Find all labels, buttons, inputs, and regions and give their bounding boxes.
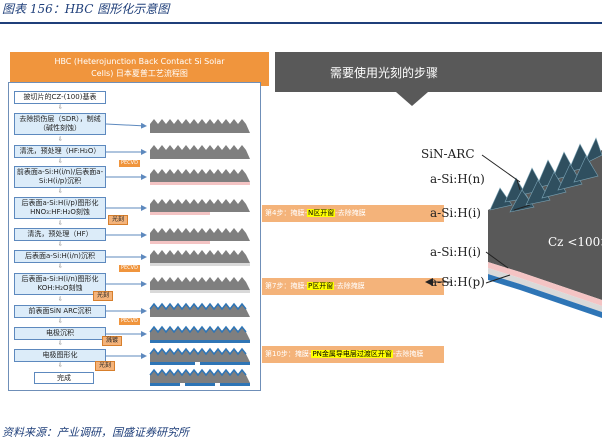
label-sin-arc: SiN-ARC bbox=[421, 147, 475, 161]
label-leaders bbox=[481, 154, 531, 284]
flow-step-6: 清洗，预处理（HF） bbox=[14, 228, 106, 241]
flow-header-line2: Cells) 日本夏普工艺流程图 bbox=[91, 69, 188, 78]
label-a-si-p: a-Si:H(p) bbox=[430, 275, 485, 289]
flow-header: HBC (Heterojunction Back Contact Si Sola… bbox=[10, 52, 269, 86]
down-arrow-icon: ⇩ bbox=[58, 104, 64, 111]
down-arrow-icon: ⇩ bbox=[58, 136, 64, 143]
band-suffix: -去除掩膜 bbox=[392, 350, 424, 358]
wafer-5-back-layer bbox=[150, 241, 210, 244]
wafer-9-metal bbox=[150, 340, 250, 343]
banner-pointer bbox=[396, 92, 428, 106]
photolitho-tag: 光刻 bbox=[108, 215, 129, 225]
step-7-band: 第7步：掩膜-P区开窗-去除掩膜 bbox=[262, 278, 444, 295]
flow-step-11: 电极图形化 bbox=[14, 349, 106, 362]
wafer-7-back-layer bbox=[150, 290, 250, 293]
photolitho-banner-title: 需要使用光刻的步骤 bbox=[330, 66, 439, 80]
label-a-si-i-top: a-Si:H(i) bbox=[430, 206, 481, 220]
flow-step-4: 前表面a-Si:H(i/n)/后表面a-Si:H(i/p)沉积 bbox=[14, 166, 106, 188]
down-arrow-icon: ⇩ bbox=[58, 362, 64, 369]
flow-step-2: 去除损伤层（SDR），制绒（碱性刻蚀） bbox=[14, 113, 106, 135]
flow-step-9: 前表面SiN ARC沉积 bbox=[14, 305, 106, 318]
down-arrow-icon: ⇩ bbox=[58, 263, 64, 270]
pecvd-tag: PECVD bbox=[119, 318, 140, 325]
wafer-11-metal-a bbox=[150, 383, 180, 386]
wafer-10-metal-right bbox=[200, 362, 250, 365]
wafer-3 bbox=[150, 169, 250, 182]
flow-header-line1: HBC (Heterojunction Back Contact Si Sola… bbox=[54, 57, 225, 66]
wafer-10-metal-left bbox=[150, 362, 195, 365]
down-arrow-icon: ⇩ bbox=[58, 318, 64, 325]
wafer-7 bbox=[150, 277, 250, 290]
wafer-sketches bbox=[149, 119, 250, 386]
band-suffix: -去除掩膜 bbox=[334, 282, 365, 290]
pyramid-texture bbox=[489, 137, 602, 213]
band-prefix: 第4步：掩膜- bbox=[265, 209, 307, 217]
wafer-6-back-layer bbox=[150, 263, 250, 266]
wafer-5 bbox=[150, 228, 250, 241]
title-rule bbox=[0, 22, 602, 24]
band-highlight: N区开窗 bbox=[306, 209, 336, 217]
wafer-8-arc-layer bbox=[149, 302, 247, 311]
photolitho-tag: 光刻 bbox=[95, 361, 116, 371]
band-suffix: -去除掩膜 bbox=[335, 209, 366, 217]
step-4-band: 第4步：掩膜-N区开窗-去除掩膜 bbox=[262, 205, 444, 222]
down-arrow-icon: ⇩ bbox=[58, 241, 64, 248]
wafer-11 bbox=[150, 370, 250, 383]
back-metal bbox=[488, 274, 602, 318]
photolitho-tag: 光刻 bbox=[93, 291, 114, 301]
a-si-p-back bbox=[488, 268, 602, 312]
band-highlight: PN金属导电层过渡区开窗 bbox=[311, 350, 393, 358]
sputter-tag: 溅镀 bbox=[102, 336, 123, 346]
wafer-9-arc-layer bbox=[149, 325, 247, 334]
band-prefix: 第10步：掩膜- bbox=[265, 350, 312, 358]
wafer-11-arc-layer bbox=[149, 368, 247, 377]
down-arrow-icon: ⇩ bbox=[58, 188, 64, 195]
flow-step-12: 完成 bbox=[34, 372, 94, 384]
flow-step-1: 披切片的CZ-(100)基表 bbox=[14, 91, 106, 104]
down-arrow-icon: ⇩ bbox=[58, 340, 64, 347]
wafer-10-arc-layer bbox=[149, 347, 247, 356]
pecvd-tag: PECVD bbox=[119, 160, 140, 167]
wafer-11-metal-b bbox=[185, 383, 215, 386]
wafer-8 bbox=[150, 304, 250, 317]
a-si-i-back bbox=[488, 262, 602, 306]
flow-step-7: 后表面a-Si:H(i/n)沉积 bbox=[14, 250, 106, 263]
flow-step-8: 后表面a-Si:H(i/n)图形化 KOH:H₂O刻蚀 bbox=[14, 273, 106, 295]
wafer-1 bbox=[150, 119, 250, 133]
pecvd-tag: PECVD bbox=[119, 265, 140, 272]
wafer-11-metal-c bbox=[220, 383, 250, 386]
wafer-9 bbox=[150, 327, 250, 340]
source-footer: 资料来源：产业调研，国盛证券研究所 bbox=[2, 426, 189, 439]
step-10-band: 第10步：掩膜-PN金属导电层过渡区开窗-去除掩膜 bbox=[262, 346, 444, 363]
down-arrow-icon: ⇩ bbox=[58, 296, 64, 303]
down-arrow-icon: ⇩ bbox=[58, 158, 64, 165]
down-arrow-icon: ⇩ bbox=[58, 220, 64, 227]
band-prefix: 第7步：掩膜- bbox=[265, 282, 307, 290]
flow-step-10: 电极沉积 bbox=[14, 327, 106, 340]
wafer-3-back-layer bbox=[150, 182, 250, 185]
band-highlight: P区开窗 bbox=[306, 282, 335, 290]
wafer-4 bbox=[150, 199, 250, 212]
cz-body bbox=[488, 150, 602, 300]
label-a-si-i-bottom: a-Si:H(i) bbox=[430, 245, 481, 259]
photolitho-banner bbox=[275, 52, 602, 92]
wafer-2 bbox=[150, 145, 250, 159]
label-cz: Cz <100> bbox=[548, 235, 602, 249]
wafer-4-back-layer bbox=[150, 212, 210, 215]
wafer-10 bbox=[150, 349, 250, 362]
flow-step-5: 后表面a-Si:H(i/p)图形化 HNO₃:HF:H₂O刻蚀 bbox=[14, 197, 106, 219]
label-a-si-n: a-Si:H(n) bbox=[430, 172, 485, 186]
step-connector-lines bbox=[105, 122, 147, 359]
flow-step-3: 清洗，预处理（HF:H₂O） bbox=[14, 145, 106, 158]
figure-title: 图表 156：HBC 图形化示意图 bbox=[2, 2, 170, 16]
wafer-6 bbox=[150, 250, 250, 263]
